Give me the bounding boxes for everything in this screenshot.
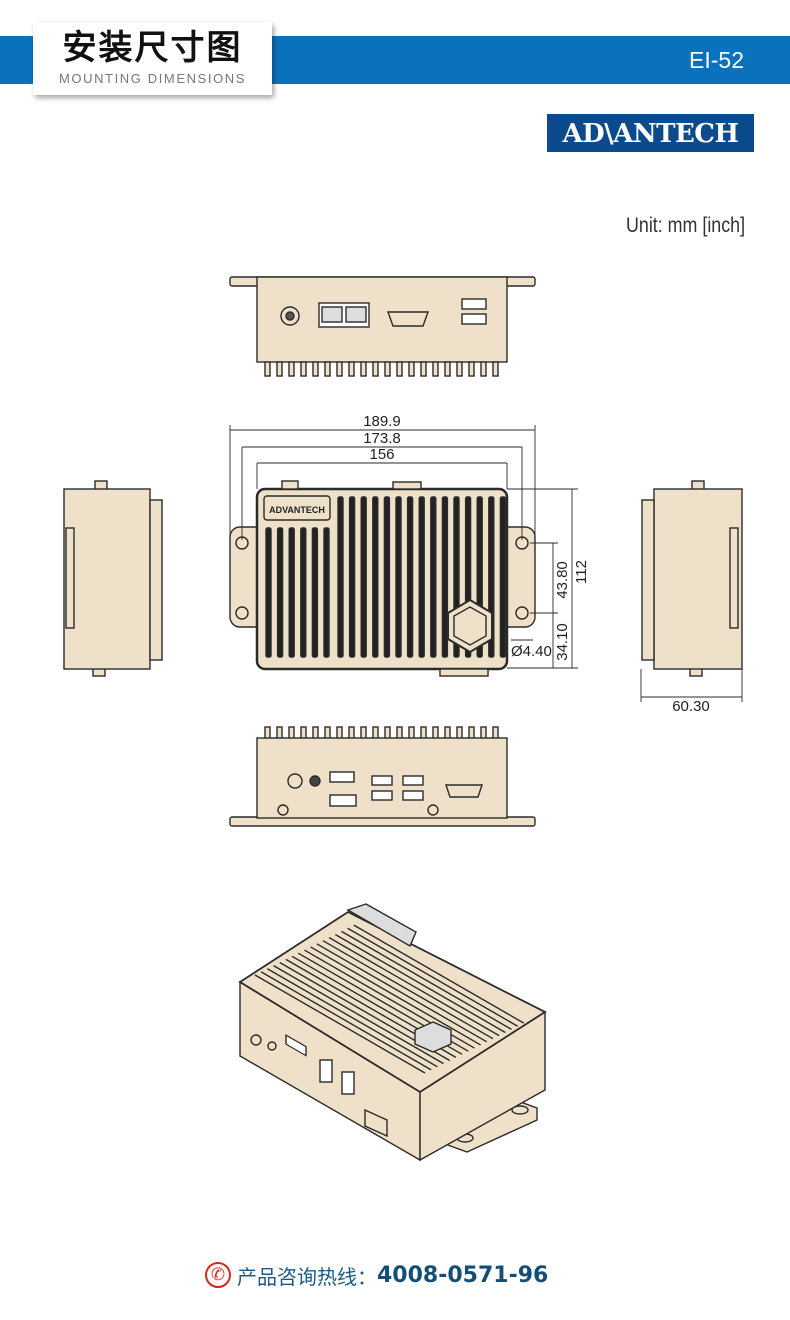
heatsink-slot [337,496,344,658]
heatsink-fin [444,726,451,740]
heatsink-fin [310,946,481,1046]
heatsink-slot [406,496,414,658]
heatsink-fin [353,924,525,1024]
heatsink-slot [288,527,295,658]
heatsink-fin [408,726,415,740]
heatsink-fin [492,361,499,377]
dim-hole-diameter: Ø4.40 [511,643,552,660]
heatsink-fin [300,361,307,377]
heatsink-fin [288,361,295,377]
heatsink-slot [430,496,437,658]
front-view: ADVANTECH [229,480,536,677]
isometric-view [238,903,547,1162]
heatsink-fin [316,943,488,1043]
heatsink-fin [396,361,403,377]
heatsink-slot [441,496,449,658]
heatsink-fin [312,361,319,377]
dimension-lines [229,425,743,702]
heatsink-fin [348,361,355,377]
heatsink-fin [254,974,426,1074]
dim-hole-spacing-height: 43.80 [554,561,571,599]
heatsink-fin [468,726,475,740]
heatsink-fin [372,726,379,740]
top-view [229,276,536,377]
heatsink-fin [324,361,331,377]
heatsink-fin [348,726,355,740]
heatsink-fin [360,361,367,377]
heatsink-fin [456,726,463,740]
heatsink-fin [300,726,307,740]
heatsink-fin [276,726,283,740]
unit-label: Unit: mm [inch] [625,214,745,237]
heatsink-fin [432,361,439,377]
heatsink-fin [264,726,271,740]
dim-hole-offset: 34.10 [554,623,571,661]
page-subtitle: MOUNTING DIMENSIONS [58,71,247,86]
heatsink-fin [260,971,432,1071]
dim-depth: 60.30 [672,698,710,715]
heatsink-slot [499,496,507,658]
heatsink-slot [323,527,330,658]
title-box: 安装尺寸图 MOUNTING DIMENSIONS [33,22,272,95]
logo-plate: ADVANTECH [269,505,325,515]
heatsink-slot [395,496,402,658]
heatsink-fin [312,726,319,740]
heatsink-fin [322,940,494,1040]
page-title: 安装尺寸图 [62,28,243,68]
heatsink-fin [420,726,427,740]
heatsink-fin [444,361,451,377]
dim-height: 112 [573,560,590,584]
dim-hole-spacing-width: 173.8 [363,430,401,447]
heatsink-fin [480,361,487,377]
footer-hotline: ✆ 产品咨询热线： 4008-0571-96 [205,1260,548,1290]
heatsink-fin [408,361,415,377]
phone-icon: ✆ [205,1262,231,1288]
heatsink-fin [480,726,487,740]
heatsink-slot [383,496,391,658]
heatsink-fin [267,968,438,1068]
heatsink-fin [336,361,343,377]
heatsink-fin [384,361,391,377]
model-name: EI-52 [689,47,744,73]
heatsink-fin [492,726,499,740]
heatsink-fin [328,936,500,1037]
heatsink-fin [288,726,295,740]
heatsink-slot [265,527,272,658]
dim-body-width: 156 [369,446,394,463]
heatsink-fin [468,361,475,377]
heatsink-slot [372,496,379,658]
heatsink-fin [360,726,367,740]
heatsink-fin [324,726,331,740]
heatsink-fin [396,726,403,740]
heatsink-slot [348,496,356,658]
left-side-view [63,480,163,677]
heatsink-fin [334,933,506,1034]
heatsink-fin [341,930,512,1030]
heatsink-fin [347,927,518,1027]
brand-logo: AD\ANTECH [547,114,754,152]
heatsink-fin [264,361,271,377]
dim-overall-width: 189.9 [363,413,401,430]
heatsink-fin [336,726,343,740]
heatsink-slot [300,527,307,658]
rear-view [229,726,536,827]
heatsink-fin [420,361,427,377]
heatsink-slot [276,527,284,658]
heatsink-fin [384,726,391,740]
heatsink-fin [372,361,379,377]
heatsink-fin [456,361,463,377]
hotline-number[interactable]: 4008-0571-96 [377,1262,549,1288]
heatsink-slot [311,527,319,658]
heatsink-fin [432,726,439,740]
right-side-view [641,480,743,677]
heatsink-slot [360,496,367,658]
heatsink-fin [276,361,283,377]
heatsink-slot [418,496,425,658]
hotline-label: 产品咨询热线： [237,1264,377,1289]
heatsink-fin [273,965,444,1065]
